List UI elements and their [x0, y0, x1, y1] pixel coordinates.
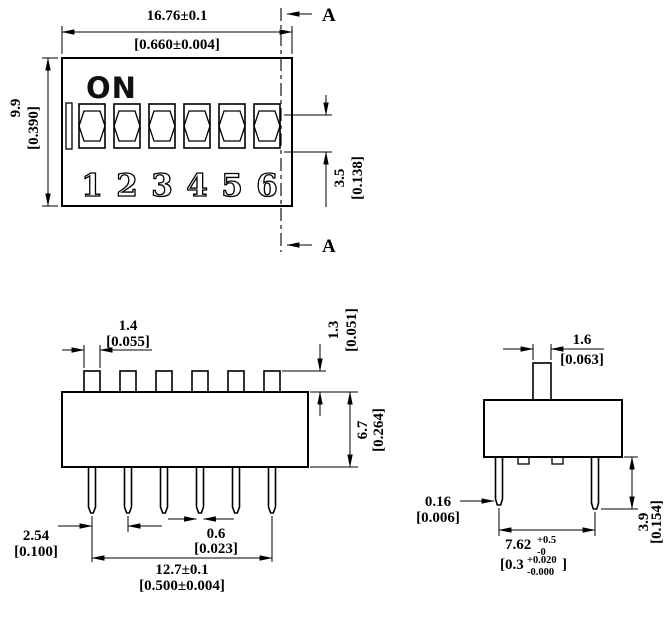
dim-actuator-height-bracket: [0.051]: [344, 308, 360, 352]
switch-position-6: [253, 103, 281, 149]
side-pin-left: [494, 457, 504, 506]
dim-body-height-value: 9.9: [8, 99, 24, 118]
actuator-1: [83, 370, 101, 393]
section-marks: A A: [280, 5, 336, 257]
dim-front-body-height: 6.7 [0.264]: [310, 391, 387, 468]
dim-pin-width-bracket: [0.023]: [194, 541, 238, 557]
pin-5: [231, 467, 241, 514]
pin-2: [123, 467, 133, 514]
dim-pin-width: 0.6 [0.023]: [168, 516, 238, 557]
dim-front-body-height-value: 6.7: [355, 420, 371, 439]
dim-pin-thickness-value: 0.16: [425, 494, 452, 510]
dim-row-spacing-bracket-tol-minus: -0.000: [527, 567, 554, 578]
dim-row-spacing-bracket-tol-plus: +0.020: [527, 555, 557, 566]
dim-pin-span-value: 12.7±0.1: [155, 562, 208, 578]
actuator-5: [227, 370, 245, 393]
section-label-bottom: A: [322, 236, 336, 257]
dim-side-actuator-width: 1.6 [0.063]: [503, 332, 604, 368]
switch-position-3: [148, 103, 176, 149]
dim-pin-span: 12.7±0.1 [0.500±0.004]: [91, 516, 273, 594]
dim-row-spacing-tol-minus: -0: [537, 547, 546, 558]
dim-slot-height: 3.5 [0.138]: [284, 95, 366, 207]
dim-pin-pitch-value: 2.54: [23, 528, 50, 544]
dim-pin-pitch-bracket: [0.100]: [14, 544, 58, 560]
dim-row-spacing-value: 7.62: [505, 537, 531, 553]
dim-slot-bracket: [0.138]: [350, 156, 366, 200]
actuator-2: [119, 370, 137, 393]
position-number-6: 6: [256, 168, 278, 204]
dim-body-height: 9.9 [0.390]: [8, 57, 58, 207]
dim-actuator-height-value: 1.3: [326, 321, 342, 340]
pin-3: [159, 467, 169, 514]
dim-row-spacing-bracket-close: ]: [562, 557, 567, 573]
side-actuator: [532, 362, 552, 401]
side-body-outline: [483, 399, 623, 458]
dim-actuator-width-value: 1.4: [119, 318, 138, 334]
dim-side-pin-length: 3.9 [0.154]: [601, 456, 664, 544]
front-body-outline: [61, 391, 309, 468]
dim-pin-span-bracket: [0.500±0.004]: [139, 578, 225, 594]
dim-body-width-bracket: [0.660±0.004]: [134, 37, 220, 53]
actuator-3: [155, 370, 173, 393]
top-view-body-outline: [61, 57, 293, 207]
position-number-5: 5: [221, 168, 243, 204]
position-number-4: 4: [186, 168, 208, 204]
side-pin-right: [590, 457, 600, 510]
dim-actuator-height: 1.3 [0.051]: [282, 308, 360, 416]
pin-6: [267, 467, 277, 514]
dim-pin-pitch: 2.54 [0.100]: [14, 516, 162, 562]
dim-body-width-value: 16.76±0.1: [147, 8, 208, 24]
actuator-6: [263, 370, 281, 393]
switch-position-5: [218, 103, 246, 149]
switch-position-4: [183, 103, 211, 149]
dim-side-actuator-width-value: 1.6: [573, 332, 592, 348]
top-view: ON 1 2 3 4 5 6 16.76±0.1 [0.660±0.004] 9…: [8, 5, 366, 257]
dim-slot-value: 3.5: [332, 169, 348, 188]
dim-row-spacing-tol-plus: +0.5: [537, 535, 556, 546]
dim-pin-width-value: 0.6: [207, 526, 226, 542]
position-number-1: 1: [81, 168, 103, 204]
switch-position-2: [113, 103, 141, 149]
dim-body-width: 16.76±0.1 [0.660±0.004]: [61, 8, 293, 54]
position-number-3: 3: [151, 168, 173, 204]
front-view: 1.4 [0.055] 1.3 [0.051] 6.7 [0.264] 2.54: [14, 308, 387, 594]
dim-body-height-bracket: [0.390]: [26, 106, 42, 150]
section-label-top: A: [322, 5, 336, 26]
side-view: 1.6 [0.063] 0.16 [0.006] 7.62 +0.5 -0 [0…: [416, 332, 664, 578]
dim-side-pin-length-value: 3.9: [636, 513, 652, 532]
pin-1: [87, 467, 97, 514]
on-label: ON: [86, 71, 137, 105]
dim-front-body-height-bracket: [0.264]: [371, 408, 387, 452]
standoff-1: [517, 456, 530, 465]
dim-side-pin-length-bracket: [0.154]: [649, 500, 664, 544]
switch-position-1: [78, 103, 106, 149]
position-number-2: 2: [116, 168, 138, 204]
dim-pin-thickness-bracket: [0.006]: [416, 510, 460, 526]
dim-pin-thickness: 0.16 [0.006]: [416, 494, 495, 526]
top-view-left-bar: [65, 102, 73, 150]
dim-row-spacing-bracket-open: [0.3: [500, 557, 524, 573]
dim-actuator-width: 1.4 [0.055]: [62, 318, 152, 368]
dim-actuator-width-bracket: [0.055]: [106, 334, 150, 350]
standoff-2: [551, 456, 564, 465]
pin-4: [195, 467, 205, 514]
dim-row-spacing: 7.62 +0.5 -0 [0.3 +0.020 -0.000 ]: [498, 508, 596, 578]
actuator-4: [191, 370, 209, 393]
dim-side-actuator-width-bracket: [0.063]: [560, 352, 604, 368]
